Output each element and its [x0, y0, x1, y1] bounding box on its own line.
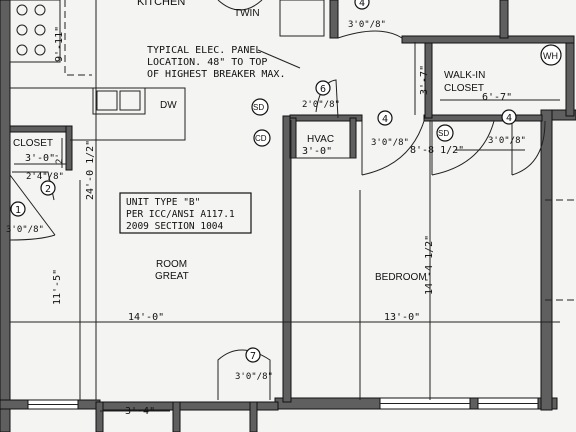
door-tag-6 [315, 80, 331, 96]
dim-great-depth: 24'-0 1/2" [85, 140, 96, 200]
dim-bedroom-depth: 14'-4 1/2" [424, 235, 435, 295]
door-tag-4a-num: 4 [359, 0, 365, 9]
unit-box-line-1: UNIT TYPE "B" [126, 197, 200, 208]
door-tag-4c [501, 109, 517, 125]
wall-right-lower [540, 109, 553, 411]
dimension-lines [10, 0, 560, 412]
smoke-detector-2 [436, 124, 454, 142]
wall-walkin-right [565, 37, 575, 117]
appliance-labels: TWIN DW WH SD CD SD [160, 8, 562, 147]
wall-closet-right [65, 125, 73, 171]
room-label-great: GREAT [155, 271, 189, 282]
wall-top-right [499, 0, 509, 39]
wall-left [0, 0, 11, 432]
door-tag-4c-num: 4 [506, 113, 512, 124]
dim-walkin-width: 6'-7" [482, 92, 512, 103]
dim-hall-width: 8'-8 1/2" [410, 145, 464, 156]
wall-right-upper [551, 109, 576, 121]
wall-bedroom-top-b [423, 114, 543, 122]
door-tag-1-num: 1 [15, 205, 21, 216]
door-tag-6-num: 6 [320, 84, 326, 95]
co-detector [253, 129, 271, 147]
room-label-room: ROOM [156, 259, 187, 270]
door-tag-4b-size: 3'0"/8" [371, 138, 409, 148]
label-cd: CD [255, 134, 267, 143]
unit-box-line-3: 2009 SECTION 1004 [126, 221, 224, 232]
wall-hvac-right [349, 117, 357, 159]
door-tag-4b-num: 4 [382, 114, 388, 125]
dim-hvac-width: 3'-0" [302, 146, 332, 157]
wall-walkin-top [401, 35, 575, 44]
dim-walkin-depth: 3'-7" [419, 65, 430, 95]
room-label-kitchen: KITCHEN [137, 0, 185, 8]
door-tag-2-size: 2'4"/8" [26, 172, 64, 182]
wall-bath-stub-b [172, 401, 181, 432]
door-tag-6-size: 2'0"/8" [302, 100, 340, 110]
dim-great-width: 14'-0" [128, 312, 164, 323]
dim-closet-width: 3'-0" [25, 153, 55, 164]
dim-lower-left: 11'-5" [52, 269, 63, 305]
door-tag-1-size: 3'0"/8" [6, 225, 44, 235]
room-label-hvac: HVAC [307, 134, 334, 145]
room-label-walkin-1: WALK-IN [444, 70, 485, 81]
door-tag-4c-size: 3'0"/8" [488, 136, 526, 146]
door-tag-7-size: 3'0"/8" [235, 372, 273, 382]
room-label-bedroom: BEDROOM [375, 272, 427, 283]
label-twin: TWIN [234, 8, 260, 19]
door-tag-1 [10, 201, 26, 217]
windows [27, 397, 539, 410]
panel-note-line-1: TYPICAL ELEC. PANEL [147, 45, 261, 56]
door-tag-2 [40, 180, 56, 196]
room-label-walkin-2: CLOSET [444, 83, 484, 94]
kitchen-fixtures [9, 0, 403, 141]
wh-symbol [540, 44, 562, 66]
door-tag-4a-size: 3'0"/8" [348, 20, 386, 30]
door-tag-7-num: 7 [250, 351, 256, 362]
label-sd-1: SD [253, 103, 264, 112]
door-tag-4a [354, 0, 370, 10]
door-tag-4b [377, 110, 393, 126]
smoke-detector-1 [251, 98, 269, 116]
dim-bedroom-width: 13'-0" [384, 312, 420, 323]
panel-note: TYPICAL ELEC. PANEL LOCATION. 48" TO TOP… [147, 45, 285, 80]
wall-bath-stub-a [95, 401, 104, 432]
door-tag-2-num: 2 [45, 184, 51, 195]
wall-top-mid [329, 0, 339, 39]
label-wh: WH [543, 51, 558, 61]
dim-kitchen-depth: 9'-11" [54, 26, 65, 62]
room-labels: KITCHEN CLOSET WALK-IN CLOSET HVAC ROOM … [13, 0, 485, 283]
wall-bath-stub-c [249, 401, 258, 432]
room-label-closet-left: CLOSET [13, 138, 53, 149]
label-sd-2: SD [438, 129, 449, 138]
wall-closet-top [9, 125, 71, 133]
dim-closet-depth: 2' [55, 153, 65, 164]
panel-note-line-2: LOCATION. 48" TO TOP [147, 57, 267, 68]
wall-bedroom-left [282, 115, 292, 403]
unit-box-line-2: PER ICC/ANSI A117.1 [126, 209, 235, 220]
dimension-text: 6'-7" 3'-7" 3'-0" 2' 24'-0 1/2" 9'-11" 1… [25, 26, 512, 417]
unit-type-box: UNIT TYPE "B" PER ICC/ANSI A117.1 2009 S… [119, 192, 252, 234]
dim-bottom-stub: 3'-4" [125, 406, 155, 417]
panel-note-line-3: OF HIGHEST BREAKER MAX. [147, 69, 285, 80]
door-tag-7 [245, 347, 261, 363]
label-dw: DW [160, 100, 177, 111]
door-tags: 1 3'0"/8" 2 2'4"/8" 4 3'0"/8" 4 3'0"/8" … [6, 0, 526, 382]
